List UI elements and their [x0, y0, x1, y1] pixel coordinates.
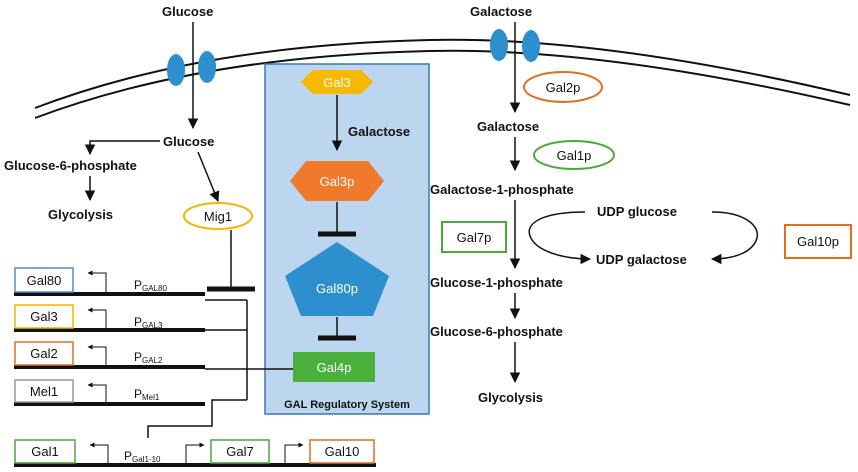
- promoter-mel1: PMel1: [134, 387, 160, 402]
- gal1-gene: [14, 439, 76, 464]
- galactose-1-phosphate-label: Galactose-1-phosphate: [430, 182, 574, 197]
- glucose-transporter: [167, 51, 216, 86]
- gene-row-gal80: Gal80 PGAL80: [14, 267, 205, 296]
- gal2-gene: [14, 341, 74, 366]
- regulatory-caption: GAL Regulatory System: [284, 399, 410, 411]
- glucose-1-phosphate-label: Glucose-1-phosphate: [430, 275, 563, 290]
- gal80-gene-label: Gal80: [27, 273, 62, 288]
- gal2-gene-label: Gal2: [30, 346, 57, 361]
- gene-row-gal1-7-10: Gal1 PGal1-10 Gal7 Gal10: [14, 439, 376, 467]
- udp-cycle-left-arrow: [528, 211, 592, 265]
- glucose-label: Glucose: [163, 134, 214, 149]
- gal3-hexagon: [301, 70, 373, 94]
- gene-row-mel1: Mel1 PMel1: [14, 379, 205, 406]
- mig1-node: Mig1: [183, 202, 253, 230]
- glucose-to-g6p-arrow: [84, 140, 160, 156]
- gal3p-hexagon: [290, 161, 384, 201]
- cell-membrane: [34, 38, 851, 119]
- mel1-gene: [14, 379, 74, 403]
- gal2p-node: Gal2p: [523, 71, 603, 103]
- gal4p-box: [293, 352, 375, 382]
- mel1-gene-label: Mel1: [30, 384, 58, 399]
- udp-galactose-label: UDP galactose: [596, 252, 687, 267]
- gal3-label: Gal3: [323, 75, 350, 90]
- galactose-label: Galactose: [477, 119, 539, 134]
- galactose-inducer-label: Galactose: [348, 124, 410, 139]
- gal4p-label: Gal4p: [317, 360, 352, 375]
- glucose-6-phosphate-label: Glucose-6-phosphate: [4, 158, 137, 173]
- gal1p-label: Gal1p: [557, 148, 592, 163]
- gal-regulatory-system-panel: Gal3 Galactose Gal3p Gal80p Gal4p GAL Re…: [264, 63, 430, 415]
- gal80p-label: Gal80p: [316, 281, 358, 296]
- udp-cycle-right-arrow: [710, 211, 759, 265]
- gal2p-label: Gal2p: [546, 80, 581, 95]
- galactose-transporter: [490, 29, 540, 62]
- promoter-gal3: PGAL3: [134, 315, 163, 330]
- udp-glucose-label: UDP glucose: [597, 204, 677, 219]
- glycolysis-left-label: Glycolysis: [48, 207, 113, 222]
- gal10-gene-label: Gal10: [325, 444, 360, 459]
- glucose-to-mig1-arrow: [197, 151, 220, 202]
- glucose-top-label: Glucose: [162, 4, 213, 19]
- mig1-label: Mig1: [204, 209, 232, 224]
- gal10-gene: [309, 439, 375, 464]
- gene-row-gal2: Gal2 PGAL2: [14, 341, 205, 369]
- gal4p-regulation-wiring: [147, 299, 293, 438]
- promoter-gal80: PGAL80: [134, 278, 167, 293]
- gal7p-node: Gal7p: [441, 221, 507, 253]
- galactose-top-label: Galactose: [470, 4, 532, 19]
- gal3-gene-label: Gal3: [30, 309, 57, 324]
- gal80-gene: [14, 267, 74, 293]
- gal7-gene-label: Gal7: [226, 444, 253, 459]
- gal3p-label: Gal3p: [320, 174, 355, 189]
- gal10p-node: Gal10p: [784, 224, 852, 259]
- gal10p-label: Gal10p: [797, 234, 839, 249]
- promoter-gal1-10: PGal1-10: [124, 449, 161, 464]
- gal7p-label: Gal7p: [457, 230, 492, 245]
- gal7-gene: [210, 439, 270, 464]
- glucose-6-phosphate-right-label: Glucose-6-phosphate: [430, 324, 563, 339]
- gal1p-node: Gal1p: [533, 140, 615, 170]
- gal80p-pentagon: [285, 242, 389, 316]
- gene-row-gal3: Gal3 PGAL3: [14, 304, 205, 332]
- gal1-gene-label: Gal1: [31, 444, 58, 459]
- glycolysis-right-label: Glycolysis: [478, 390, 543, 405]
- gal3-gene: [14, 304, 74, 329]
- promoter-gal2: PGAL2: [134, 350, 163, 365]
